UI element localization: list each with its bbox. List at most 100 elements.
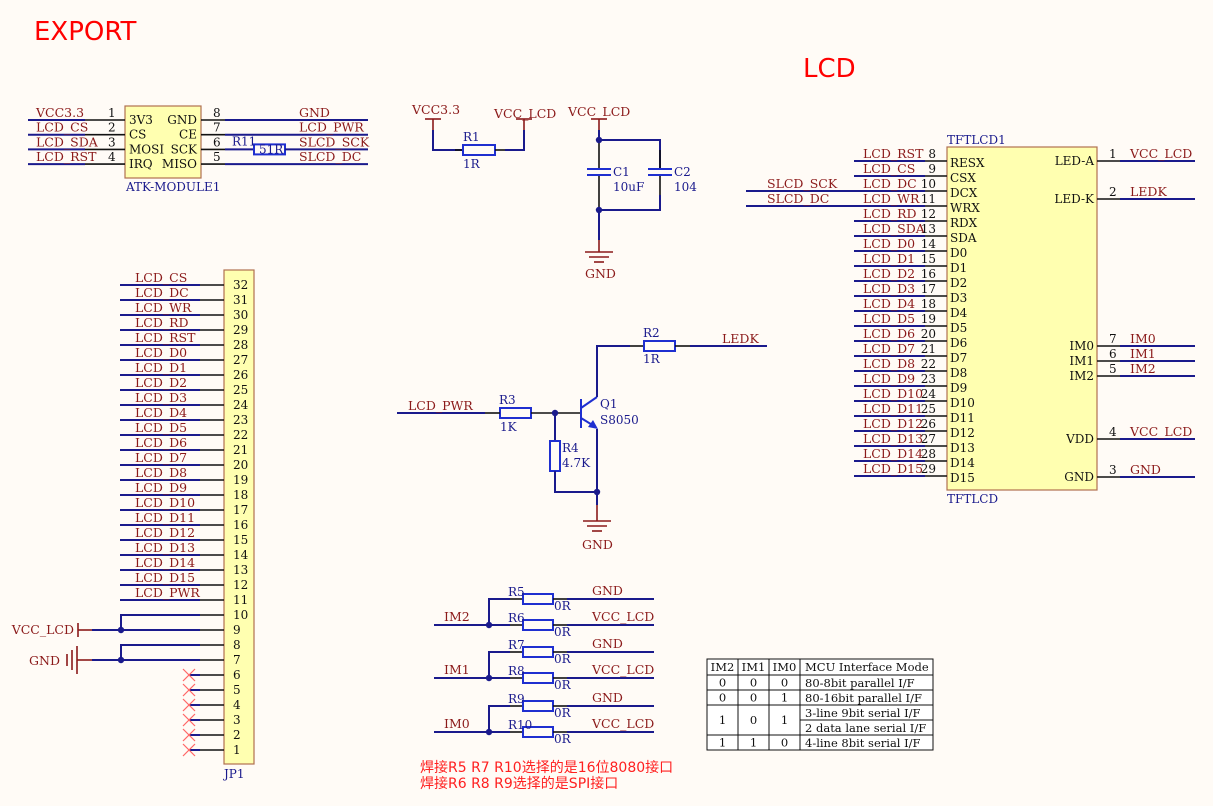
pin-number: 10 — [921, 177, 936, 191]
net-label: IM0 — [1130, 331, 1156, 346]
pin-number: 14 — [921, 237, 937, 251]
pin-number: 21 — [233, 443, 248, 457]
net-label: LEDK — [1130, 184, 1167, 199]
r7-resistor[interactable] — [522, 646, 554, 658]
junction — [593, 488, 601, 496]
net-label: GND — [585, 266, 616, 281]
net-label: VCC_LCD — [493, 106, 556, 121]
r8-resistor[interactable] — [522, 672, 554, 684]
pin-name: D7 — [950, 351, 967, 365]
pin-name: DCX — [950, 186, 978, 200]
junction — [595, 136, 603, 144]
pin-number: 25 — [233, 383, 248, 397]
net-label: LCD_DC — [135, 285, 189, 300]
net-label: SLCD_DC — [767, 191, 829, 206]
pin-number: 26 — [921, 417, 936, 431]
tftlcd-designator: TFTLCD1 — [947, 133, 1006, 147]
pin-number: 4 — [108, 150, 116, 164]
net-label: VCC_LCD — [591, 716, 654, 731]
net-label: IM2 — [444, 609, 470, 624]
net-label: LCD_D15 — [863, 461, 923, 476]
pin-number: 16 — [233, 518, 248, 532]
backlight-section: LCD_PWR R3 1K R4 4.7K Q1 S8050 R2 1R LED… — [397, 326, 767, 552]
solder-note: 焊接R5 R7 R10选择的是16位8080接口 — [420, 759, 673, 776]
net-label: GND — [299, 105, 330, 120]
r6-resistor[interactable] — [522, 619, 554, 631]
pin-name: SDA — [950, 231, 977, 245]
pin-number: 11 — [233, 593, 248, 607]
table-cell: 1 — [750, 736, 757, 750]
net-label: LCD_D6 — [863, 326, 915, 341]
pin-number: 24 — [921, 387, 937, 401]
pin-number: 4 — [1109, 425, 1117, 439]
pin-number: 7 — [213, 121, 221, 135]
net-label: SLCD_SCK — [767, 176, 838, 191]
r9-resistor[interactable] — [522, 700, 554, 712]
r5-resistor[interactable] — [522, 593, 554, 605]
pin-number: 17 — [233, 503, 248, 517]
r8-designator: R8 — [508, 664, 525, 678]
table-cell: 0 — [719, 676, 726, 690]
net-label: LCD_RST — [863, 146, 924, 161]
net-label: LCD_PWR — [408, 398, 473, 413]
net-label: LCD_D8 — [863, 356, 915, 371]
r8-value: 0R — [554, 678, 572, 692]
no-connect-marker — [182, 668, 196, 682]
pin-number: 3 — [233, 713, 241, 727]
pin-name: D4 — [950, 306, 968, 320]
pin-number: 13 — [233, 563, 248, 577]
pin-number: 15 — [921, 252, 936, 266]
net-label: IM2 — [1130, 361, 1156, 376]
net-label: LCD_D12 — [135, 525, 195, 540]
pin-number: 30 — [233, 308, 248, 322]
pin-name: LED-K — [1054, 192, 1095, 206]
jp1-body[interactable] — [223, 269, 255, 765]
r7-value: 0R — [554, 652, 572, 666]
atk-module-body[interactable] — [124, 105, 202, 179]
net-label: LCD_D3 — [863, 281, 915, 296]
pin-number: 6 — [1109, 347, 1117, 361]
pin-number: 6 — [213, 135, 221, 149]
pin-name: GND — [1064, 470, 1094, 484]
wire — [488, 598, 510, 625]
wire — [488, 651, 510, 678]
pin-name: RDX — [950, 216, 978, 230]
net-label: LCD_D13 — [863, 431, 923, 446]
net-label: LCD_WR — [135, 300, 192, 315]
r1-resistor[interactable] — [462, 144, 496, 156]
tftlcd-body[interactable] — [946, 146, 1098, 491]
junction — [117, 626, 125, 634]
net-label: IM1 — [444, 662, 470, 677]
net-label: VCC_LCD — [567, 104, 630, 119]
net-label: LCD_D5 — [135, 420, 187, 435]
net-label: GND — [582, 537, 613, 552]
r4-resistor[interactable] — [549, 440, 561, 472]
net-label: LCD_D2 — [863, 266, 915, 281]
r2-value: 1R — [643, 352, 661, 366]
pin-number: 5 — [1109, 362, 1117, 376]
r3-resistor[interactable] — [499, 407, 532, 419]
table-cell: 1 — [781, 713, 788, 727]
q1-transistor[interactable] — [580, 396, 598, 429]
junction — [595, 206, 603, 214]
wire — [554, 471, 597, 493]
net-label: LCD_D11 — [863, 401, 923, 416]
pin-number: 24 — [233, 398, 249, 412]
table-cell: 0 — [719, 691, 726, 705]
junction — [485, 674, 493, 682]
pin-name: IRQ — [129, 157, 153, 171]
r2-resistor[interactable] — [643, 340, 676, 352]
net-label: GND — [592, 636, 623, 651]
table-cell-mode: 3-line 9bit serial I/F — [805, 706, 921, 720]
wire — [505, 130, 525, 151]
pin-number: 2 — [108, 121, 116, 135]
pin-number: 26 — [233, 368, 248, 382]
net-label: LCD_RD — [863, 206, 917, 221]
r9-value: 0R — [554, 706, 572, 720]
net-label: GND — [1130, 462, 1161, 477]
pin-name: CS — [129, 128, 146, 142]
pin-number: 8 — [233, 638, 241, 652]
r4-value: 4.7K — [562, 456, 591, 470]
